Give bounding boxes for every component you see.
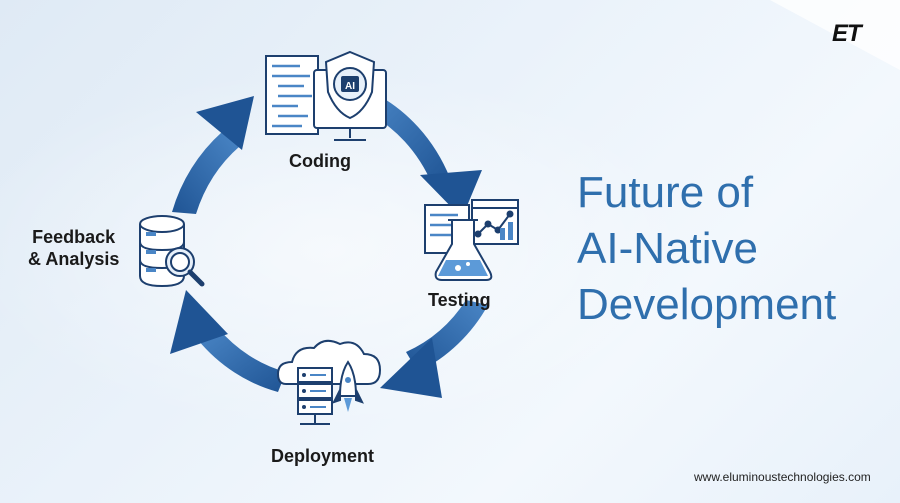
ai-chip-text: AI xyxy=(345,81,355,92)
arrow-testing-to-deployment xyxy=(380,300,488,398)
stage-label-feedback: Feedback & Analysis xyxy=(28,226,119,270)
page-title: Future of AI-Native Development xyxy=(577,165,836,333)
deployment-icon xyxy=(276,339,382,425)
stage-label-testing: Testing xyxy=(428,290,491,310)
stage-label-feedback-line2: & Analysis xyxy=(28,249,120,269)
title-line3: Development xyxy=(577,280,837,329)
arrow-feedback-to-coding xyxy=(172,96,254,214)
title-line1: Future of xyxy=(577,168,754,217)
arrow-deployment-to-feedback xyxy=(170,290,286,392)
website-url: www.eluminoustechnologies.com xyxy=(694,470,871,484)
stage-label-deployment: Deployment xyxy=(271,446,375,466)
stage-label-coding: Coding xyxy=(289,151,351,171)
corner-decoration xyxy=(770,0,900,70)
testing-icon xyxy=(424,199,519,281)
coding-icon: AI xyxy=(265,50,387,141)
title-line2: AI-Native xyxy=(577,224,758,273)
feedback-analysis-icon xyxy=(139,215,205,288)
brand-logo: ET xyxy=(832,20,862,47)
stage-label-feedback-line1: Feedback xyxy=(32,227,116,247)
